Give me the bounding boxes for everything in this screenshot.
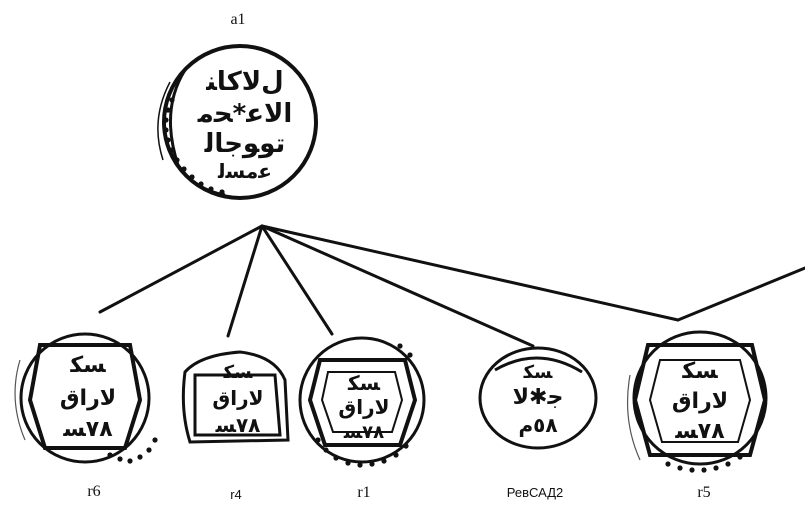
coin-r1-image: ﺴﻜ ﻟﺎﺭﺍﻕ ٧٨ﺴ (298, 336, 426, 468)
svg-text:ﻋﻣﺴﻟ: ﻋﻣﺴﻟ (217, 159, 272, 183)
svg-text:ﺴﻜ: ﺴﻜ (523, 362, 553, 383)
root-coin-label: a1 (230, 11, 245, 28)
connector-offscreen (676, 266, 805, 322)
connector-to-r4 (226, 224, 264, 338)
connector-lines (98, 224, 805, 348)
coin-r6-image: ﺴﻜ ﻟﺎﺭﺍﻕ ٧٨ﺴ (14, 332, 158, 464)
svg-text:٧٨ﺴ: ٧٨ﺴ (62, 417, 113, 442)
svg-text:ﺴﻜ: ﺴﻜ (347, 371, 381, 395)
svg-text:ﺴﻜ: ﺴﻜ (223, 362, 253, 383)
connector-to-r6 (98, 224, 264, 314)
svg-text:٥٨ﻡ: ٥٨ﻡ (518, 413, 557, 437)
svg-text:٧٨ﺴ: ٧٨ﺴ (215, 413, 261, 437)
svg-text:ﻝﻟﺎﻛﺎﻨ: ﻝﻟﺎﻛﺎﻨ (205, 67, 283, 97)
coin-r5-image: ﺴﻜ ﻟﺎﺭﺍﻕ ٧٨ﺴ (626, 330, 768, 473)
svg-text:ﻟﺎﺭﺍﻕ: ﻟﺎﺭﺍﻕ (60, 386, 116, 411)
svg-text:ﺗﻮﻮﺟﺎﻟ: ﺗﻮﻮﺟﺎﻟ (204, 129, 286, 159)
svg-text:ﻟﺎﺭﺍﻕ: ﻟﺎﺭﺍﻕ (672, 389, 728, 414)
connector-to-revsad2 (260, 224, 535, 348)
svg-text:ﺴﻜ: ﺴﻜ (681, 359, 718, 384)
svg-text:٧٨ﺴ: ٧٨ﺴ (674, 419, 725, 444)
coin-r1-label: r1 (357, 484, 370, 501)
root-coin-image: ﻝﻟﺎﻛﺎﻨ ﺍﻻﻋ*ﺤﻣ ﺗﻮﻮﺟﺎﻟ ﻋﻣﺴﻟ (157, 44, 318, 200)
coin-revsad2-label: РевСАД2 (507, 485, 563, 500)
svg-text:ﻟﺎﺭﺍﻕ: ﻟﺎﺭﺍﻕ (338, 395, 389, 419)
svg-text:٧٨ﺴ: ٧٨ﺴ (343, 422, 384, 443)
coin-r4-label: r4 (230, 487, 242, 502)
svg-text:ﺍﻻﻋ*ﺤﻣ: ﺍﻻﻋ*ﺤﻣ (197, 99, 292, 129)
connector-to-r1 (260, 224, 334, 336)
svg-text:ﻟﺎﺭﺍﻕ: ﻟﺎﺭﺍﻕ (212, 386, 263, 410)
svg-text:ﺟ✱ﻟﺎ: ﺟ✱ﻟﺎ (513, 385, 564, 410)
svg-text:ﺴﻜ: ﺴﻜ (69, 353, 106, 378)
coin-revsad2-image: ﺴﻜ ﺟ✱ﻟﺎ ٥٨ﻡ (478, 346, 598, 450)
coin-r5-label: r5 (697, 484, 710, 501)
connector-to-r5 (260, 224, 680, 322)
coin-r6-label: r6 (87, 483, 100, 500)
coin-r4-image: ﺴﻜ ﻟﺎﺭﺍﻕ ٧٨ﺴ (181, 350, 290, 444)
